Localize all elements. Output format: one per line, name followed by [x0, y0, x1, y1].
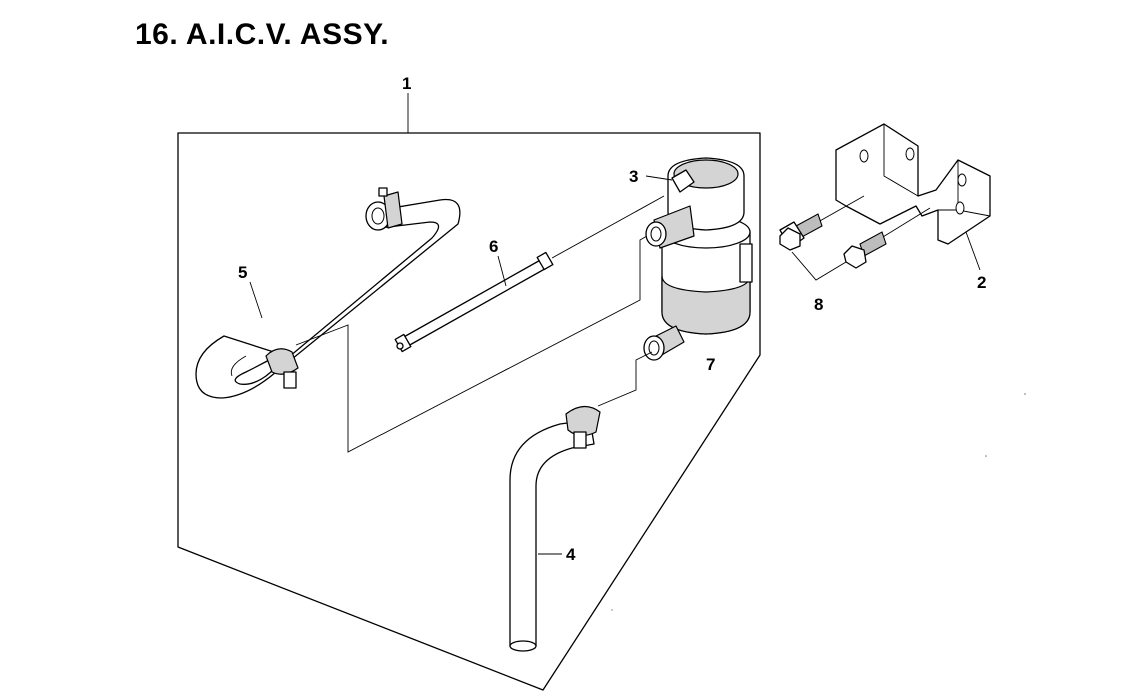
bolt-part-8-lower — [843, 231, 887, 269]
connection-line-hose-upper — [295, 231, 655, 453]
callout-1: 1 — [402, 74, 411, 93]
callout-5: 5 — [238, 263, 247, 282]
leader-line-6 — [497, 255, 507, 287]
leader-line-3 — [645, 175, 673, 181]
scan-speck — [985, 455, 987, 457]
assembly-boundary — [177, 132, 761, 691]
leader-line-2 — [965, 231, 981, 271]
leader-line-5 — [249, 281, 263, 319]
hose-lower-part-4 — [509, 405, 601, 652]
callout-7: 7 — [706, 355, 715, 374]
callout-4: 4 — [566, 545, 576, 564]
page-title: 16. A.I.C.V. ASSY. — [135, 18, 390, 51]
aicv-valve-part-7 — [643, 157, 753, 361]
callout-6: 6 — [489, 237, 498, 256]
callout-8: 8 — [814, 295, 823, 314]
connection-line-hose-lower — [597, 351, 653, 407]
bolt-alignment-line-upper — [817, 195, 865, 223]
scan-speck — [1024, 393, 1026, 395]
bracket-part-2 — [835, 123, 991, 245]
bolt-part-8-upper — [779, 213, 823, 251]
hose-upper-part-5 — [195, 187, 461, 399]
connection-line-pipe — [551, 195, 665, 259]
callout-3: 3 — [629, 167, 638, 186]
leader-line-8 — [791, 251, 847, 281]
scan-speck — [611, 609, 613, 611]
bolt-alignment-line-lower — [877, 207, 931, 241]
callout-2: 2 — [977, 273, 986, 292]
pipe-part-6 — [394, 251, 554, 353]
